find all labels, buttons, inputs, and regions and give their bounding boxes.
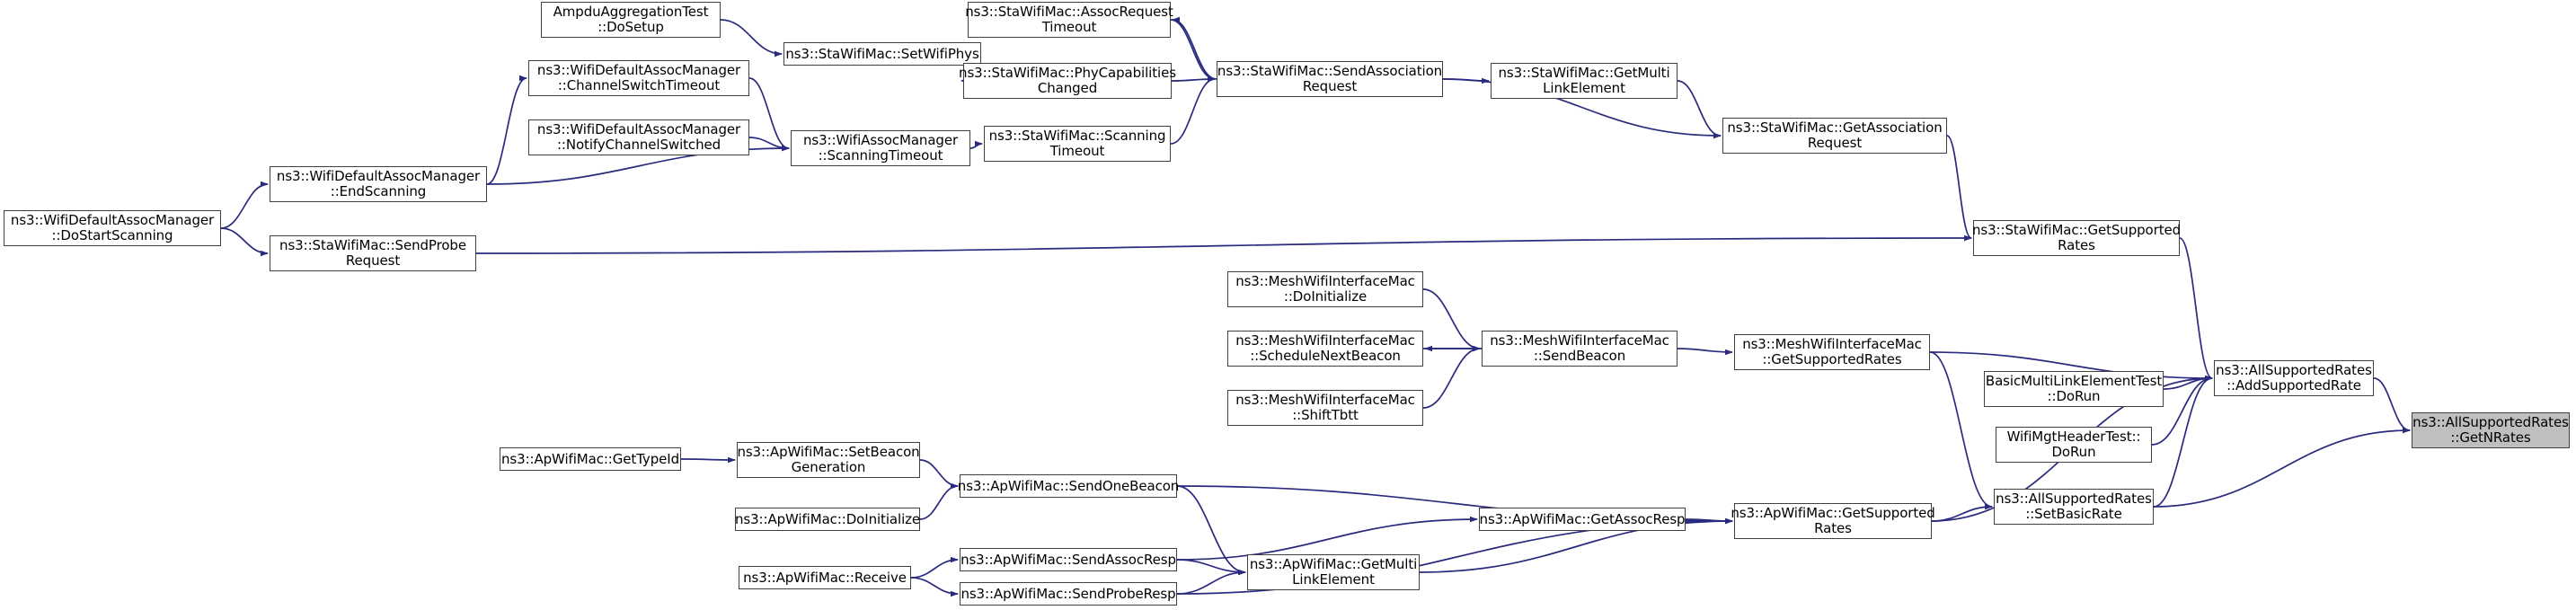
graph-node[interactable]: ns3::StaWifiMac::PhyCapabilities Changed: [959, 63, 1176, 99]
graph-node[interactable]: AmpduAggregationTest ::DoSetup: [541, 2, 721, 38]
graph-node[interactable]: ns3::StaWifiMac::SetWifiPhys: [783, 42, 981, 66]
graph-node[interactable]: ns3::MeshWifiInterfaceMac ::GetSupported…: [1734, 334, 1930, 370]
graph-node[interactable]: ns3::ApWifiMac::SendOneBeacon: [958, 474, 1179, 498]
graph-edge: [1442, 77, 1490, 84]
graph-edge: [680, 456, 736, 464]
graph-node[interactable]: ns3::AllSupportedRates ::GetNRates: [2412, 412, 2570, 448]
graph-edge: [1170, 19, 1216, 83]
graph-edge: [1946, 135, 1972, 242]
graph-node[interactable]: ns3::ApWifiMac::GetMulti LinkElement: [1247, 554, 1420, 590]
graph-node[interactable]: ns3::MeshWifiInterfaceMac ::SendBeacon: [1482, 331, 1677, 367]
graph-edge: [1677, 348, 1733, 356]
graph-edge: [1931, 503, 1993, 522]
graph-edge: [1422, 288, 1481, 352]
graph-node[interactable]: ns3::ApWifiMac::Receive: [739, 566, 911, 589]
graph-edge: [486, 75, 527, 185]
graph-edge: [2153, 427, 2411, 508]
graph-edge: [475, 234, 1972, 254]
graph-edge: [1176, 485, 1246, 576]
graph-node[interactable]: ns3::MeshWifiInterfaceMac ::DoInitialize: [1227, 271, 1423, 307]
graph-edge: [748, 137, 790, 152]
graph-node[interactable]: ns3::StaWifiMac::GetSupported Rates: [1972, 220, 2181, 256]
graph-node[interactable]: ns3::WifiDefaultAssocManager ::NotifyCha…: [528, 119, 749, 155]
graph-edge: [919, 459, 959, 490]
graph-node[interactable]: ns3::WifiDefaultAssocManager ::DoStartSc…: [4, 210, 221, 246]
graph-node[interactable]: ns3::StaWifiMac::GetAssociation Request: [1722, 118, 1947, 154]
graph-edge: [1677, 80, 1722, 139]
graph-edge: [1685, 517, 1733, 525]
graph-node[interactable]: ns3::ApWifiMac::SendAssocResp: [960, 548, 1177, 571]
graph-edge: [2373, 377, 2411, 434]
graph-node[interactable]: ns3::MeshWifiInterfaceMac ::ScheduleNext…: [1227, 331, 1423, 367]
graph-edge: [748, 77, 790, 152]
graph-node[interactable]: ns3::StaWifiMac::SendAssociation Request: [1217, 61, 1443, 97]
graph-node[interactable]: ns3::WifiAssocManager ::ScanningTimeout: [791, 130, 970, 166]
graph-edge: [910, 556, 959, 579]
graph-edge: [1171, 75, 1216, 83]
graph-node[interactable]: ns3::StaWifiMac::GetMulti LinkElement: [1491, 63, 1677, 99]
graph-edge: [2179, 237, 2213, 382]
graph-node[interactable]: ns3::ApWifiMac::SetBeacon Generation: [737, 442, 920, 478]
graph-edge: [720, 19, 783, 57]
graph-edge: [969, 140, 983, 149]
graph-edge: [220, 181, 269, 229]
graph-edge: [1176, 569, 1246, 595]
graph-edge: [910, 577, 959, 597]
graph-node[interactable]: ns3::ApWifiMac::GetAssocResp: [1479, 508, 1686, 531]
graph-edge: [1172, 16, 1217, 80]
graph-node[interactable]: BasicMultiLinkElementTest ::DoRun: [1984, 371, 2164, 407]
graph-edge: [1176, 559, 1246, 576]
graph-edge: [919, 482, 959, 520]
graph-edge: [220, 227, 269, 257]
graph-node[interactable]: ns3::StaWifiMac::SendProbe Request: [270, 235, 476, 271]
graph-node[interactable]: ns3::WifiDefaultAssocManager ::EndScanni…: [270, 166, 487, 202]
graph-node[interactable]: ns3::StaWifiMac::Scanning Timeout: [984, 126, 1171, 162]
graph-node[interactable]: ns3::ApWifiMac::SendProbeResp: [960, 582, 1177, 606]
graph-edge: [1929, 351, 1993, 510]
graph-node[interactable]: ns3::AllSupportedRates ::SetBasicRate: [1994, 489, 2154, 525]
graph-node[interactable]: ns3::MeshWifiInterfaceMac ::ShiftTbtt: [1227, 390, 1423, 426]
graph-node[interactable]: ns3::WifiDefaultAssocManager ::ChannelSw…: [528, 60, 749, 96]
graph-node[interactable]: ns3::AllSupportedRates ::AddSupportedRat…: [2214, 360, 2374, 396]
graph-node[interactable]: ns3::ApWifiMac::GetSupported Rates: [1731, 503, 1935, 539]
graph-node[interactable]: ns3::ApWifiMac::GetTypeId: [500, 447, 681, 471]
graph-node[interactable]: ns3::ApWifiMac::DoInitialize: [735, 508, 920, 531]
graph-node[interactable]: WifiMgtHeaderTest:: DoRun: [1996, 427, 2152, 463]
graph-node[interactable]: ns3::StaWifiMac::AssocRequest Timeout: [965, 2, 1173, 38]
graph-edge: [1170, 75, 1216, 145]
graph-edge: [2163, 375, 2213, 390]
graph-edge: [1422, 345, 1481, 409]
